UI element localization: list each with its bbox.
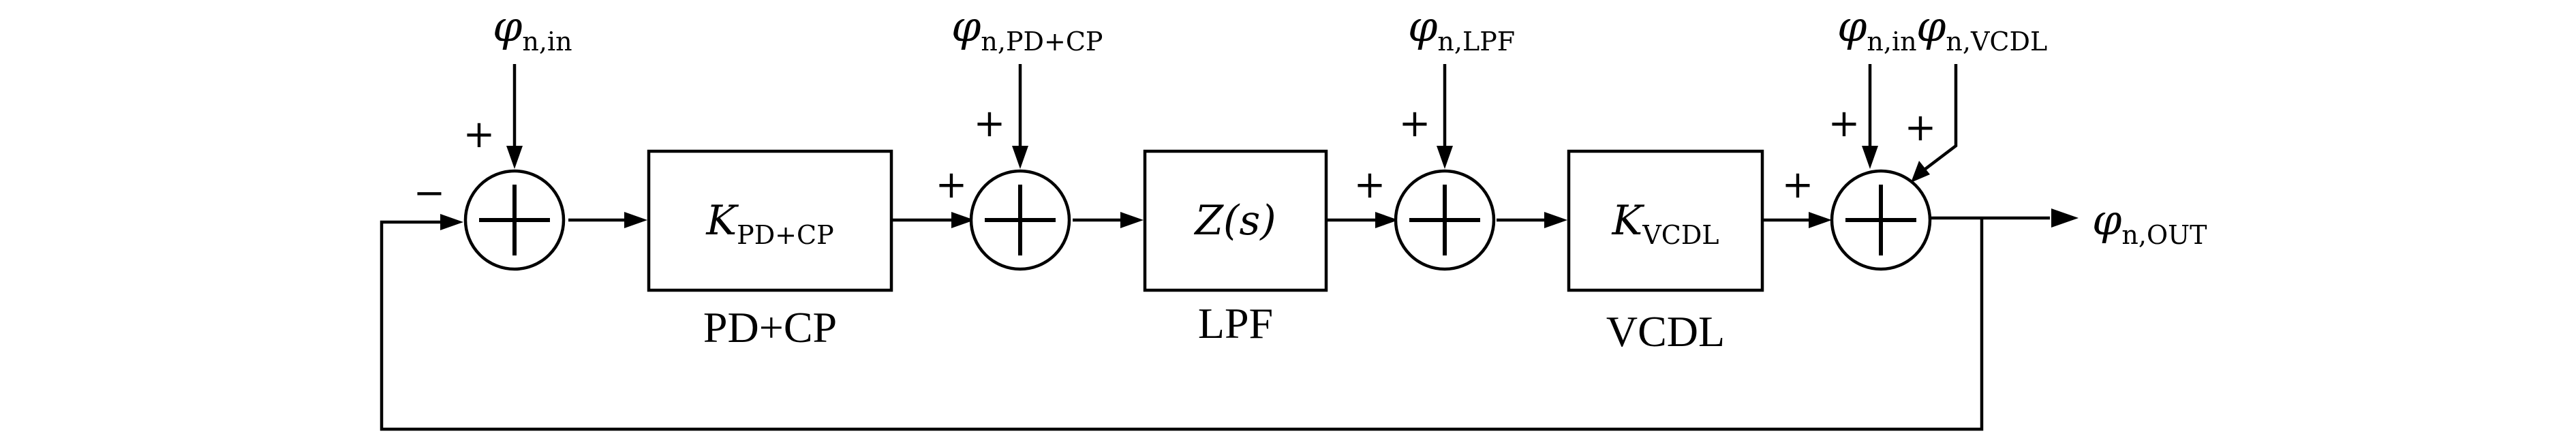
block-vcdl-symbol: K [1611, 197, 1644, 245]
summing-junction-4 [1830, 169, 1932, 271]
input-label-in1: φn,in [493, 1, 572, 57]
sign-sum1-top: + [463, 112, 495, 157]
arrowhead [1911, 161, 1930, 183]
arrowhead [1375, 212, 1398, 228]
block-pdcp-caption: PD+CP [703, 303, 837, 352]
arrowhead [440, 214, 463, 230]
arrowheads [440, 146, 2079, 230]
arrowhead [1120, 212, 1144, 228]
sign-sum3-top: + [1399, 102, 1431, 146]
sign-sum1-left: − [414, 171, 446, 215]
block-vcdl-caption: VCDL [1606, 307, 1725, 356]
summing-junction-3 [1394, 169, 1496, 271]
sign-sum2-top: + [974, 102, 1006, 146]
feedback-wire [380, 218, 1984, 431]
arrowhead [624, 212, 647, 228]
arrowhead [1012, 146, 1028, 169]
summing-junction-1 [463, 169, 566, 271]
block-pdcp-sub: PD+CP [737, 220, 834, 250]
block-lpf: Z(s) [1143, 149, 1328, 292]
block-vcdl-sub: VCDL [1642, 220, 1719, 250]
block-lpf-text: Z(s) [1193, 197, 1276, 245]
sign-sum3-left: + [1354, 163, 1386, 207]
arrowhead [1809, 212, 1832, 228]
svg-text:KVCDL: KVCDL [1611, 197, 1719, 250]
block-vcdl: KVCDL [1567, 149, 1764, 292]
sign-sum4-left: + [1782, 163, 1814, 207]
sign-sum4-top: + [1828, 102, 1860, 146]
input-label-vcdl: φn,VCDL [1916, 1, 2047, 57]
arrowhead [1437, 146, 1453, 169]
arrowhead [506, 146, 523, 169]
input-label-in2: φn,in [1837, 1, 1917, 57]
input-label-pdcp: φn,PD+CP [951, 1, 1103, 57]
input-label-lpf: φn,LPF [1408, 1, 1515, 57]
summing-junction-2 [969, 169, 1071, 271]
block-lpf-caption: LPF [1198, 299, 1273, 347]
wire-input-vcdl [1915, 64, 1958, 177]
arrowhead [951, 212, 975, 228]
wires [380, 64, 2050, 431]
block-pdcp-symbol: K [705, 197, 739, 245]
arrowhead [1544, 212, 1567, 228]
arrowhead [1862, 146, 1878, 169]
sign-sum4-diag: + [1905, 106, 1937, 150]
block-pdcp: KPD+CP [647, 149, 893, 292]
svg-text:KPD+CP: KPD+CP [705, 197, 833, 250]
arrowhead [2051, 208, 2079, 228]
sign-sum2-left: + [936, 163, 968, 207]
output-label: φn,OUT [2092, 195, 2207, 250]
